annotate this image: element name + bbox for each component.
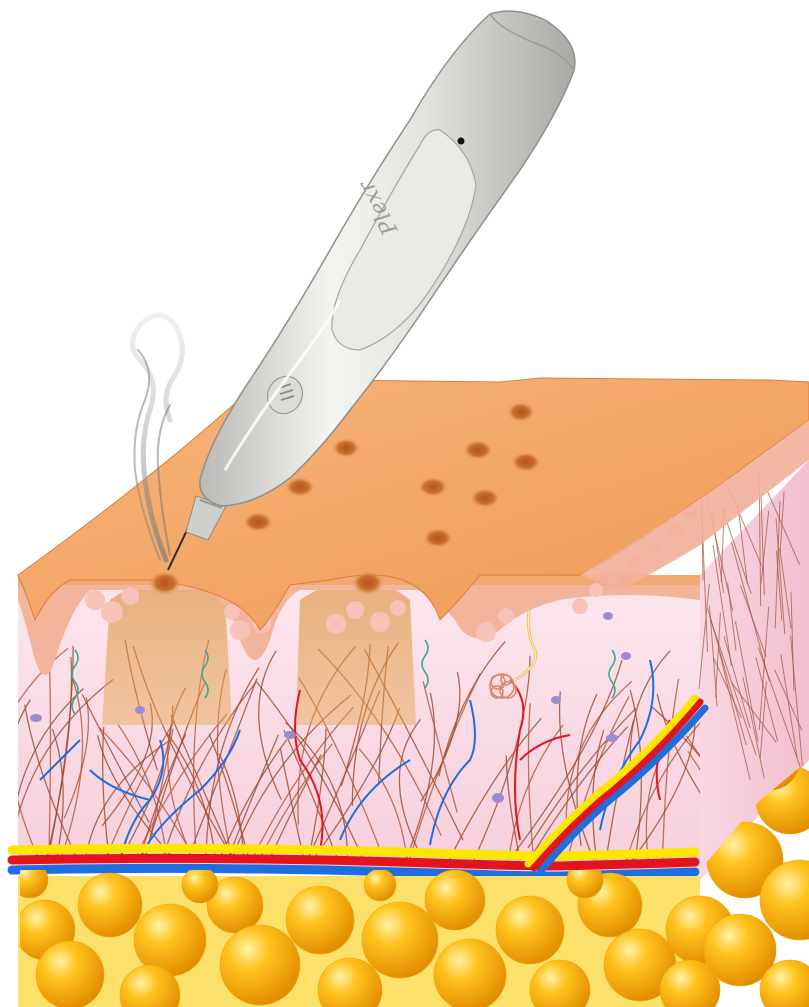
fat-lobule [364, 869, 396, 901]
fat-lobule [220, 925, 300, 1005]
fat-lobule [362, 902, 438, 978]
fat-lobule [36, 941, 104, 1007]
fat-lobule [434, 939, 506, 1007]
heat-column-left [102, 580, 232, 725]
fat-lobule [496, 896, 564, 964]
fat-lobule [425, 870, 485, 930]
device-indicator-dot [458, 138, 465, 145]
fat-lobule [182, 867, 218, 903]
fat-lobule [286, 886, 354, 954]
fat-lobule [78, 873, 142, 937]
